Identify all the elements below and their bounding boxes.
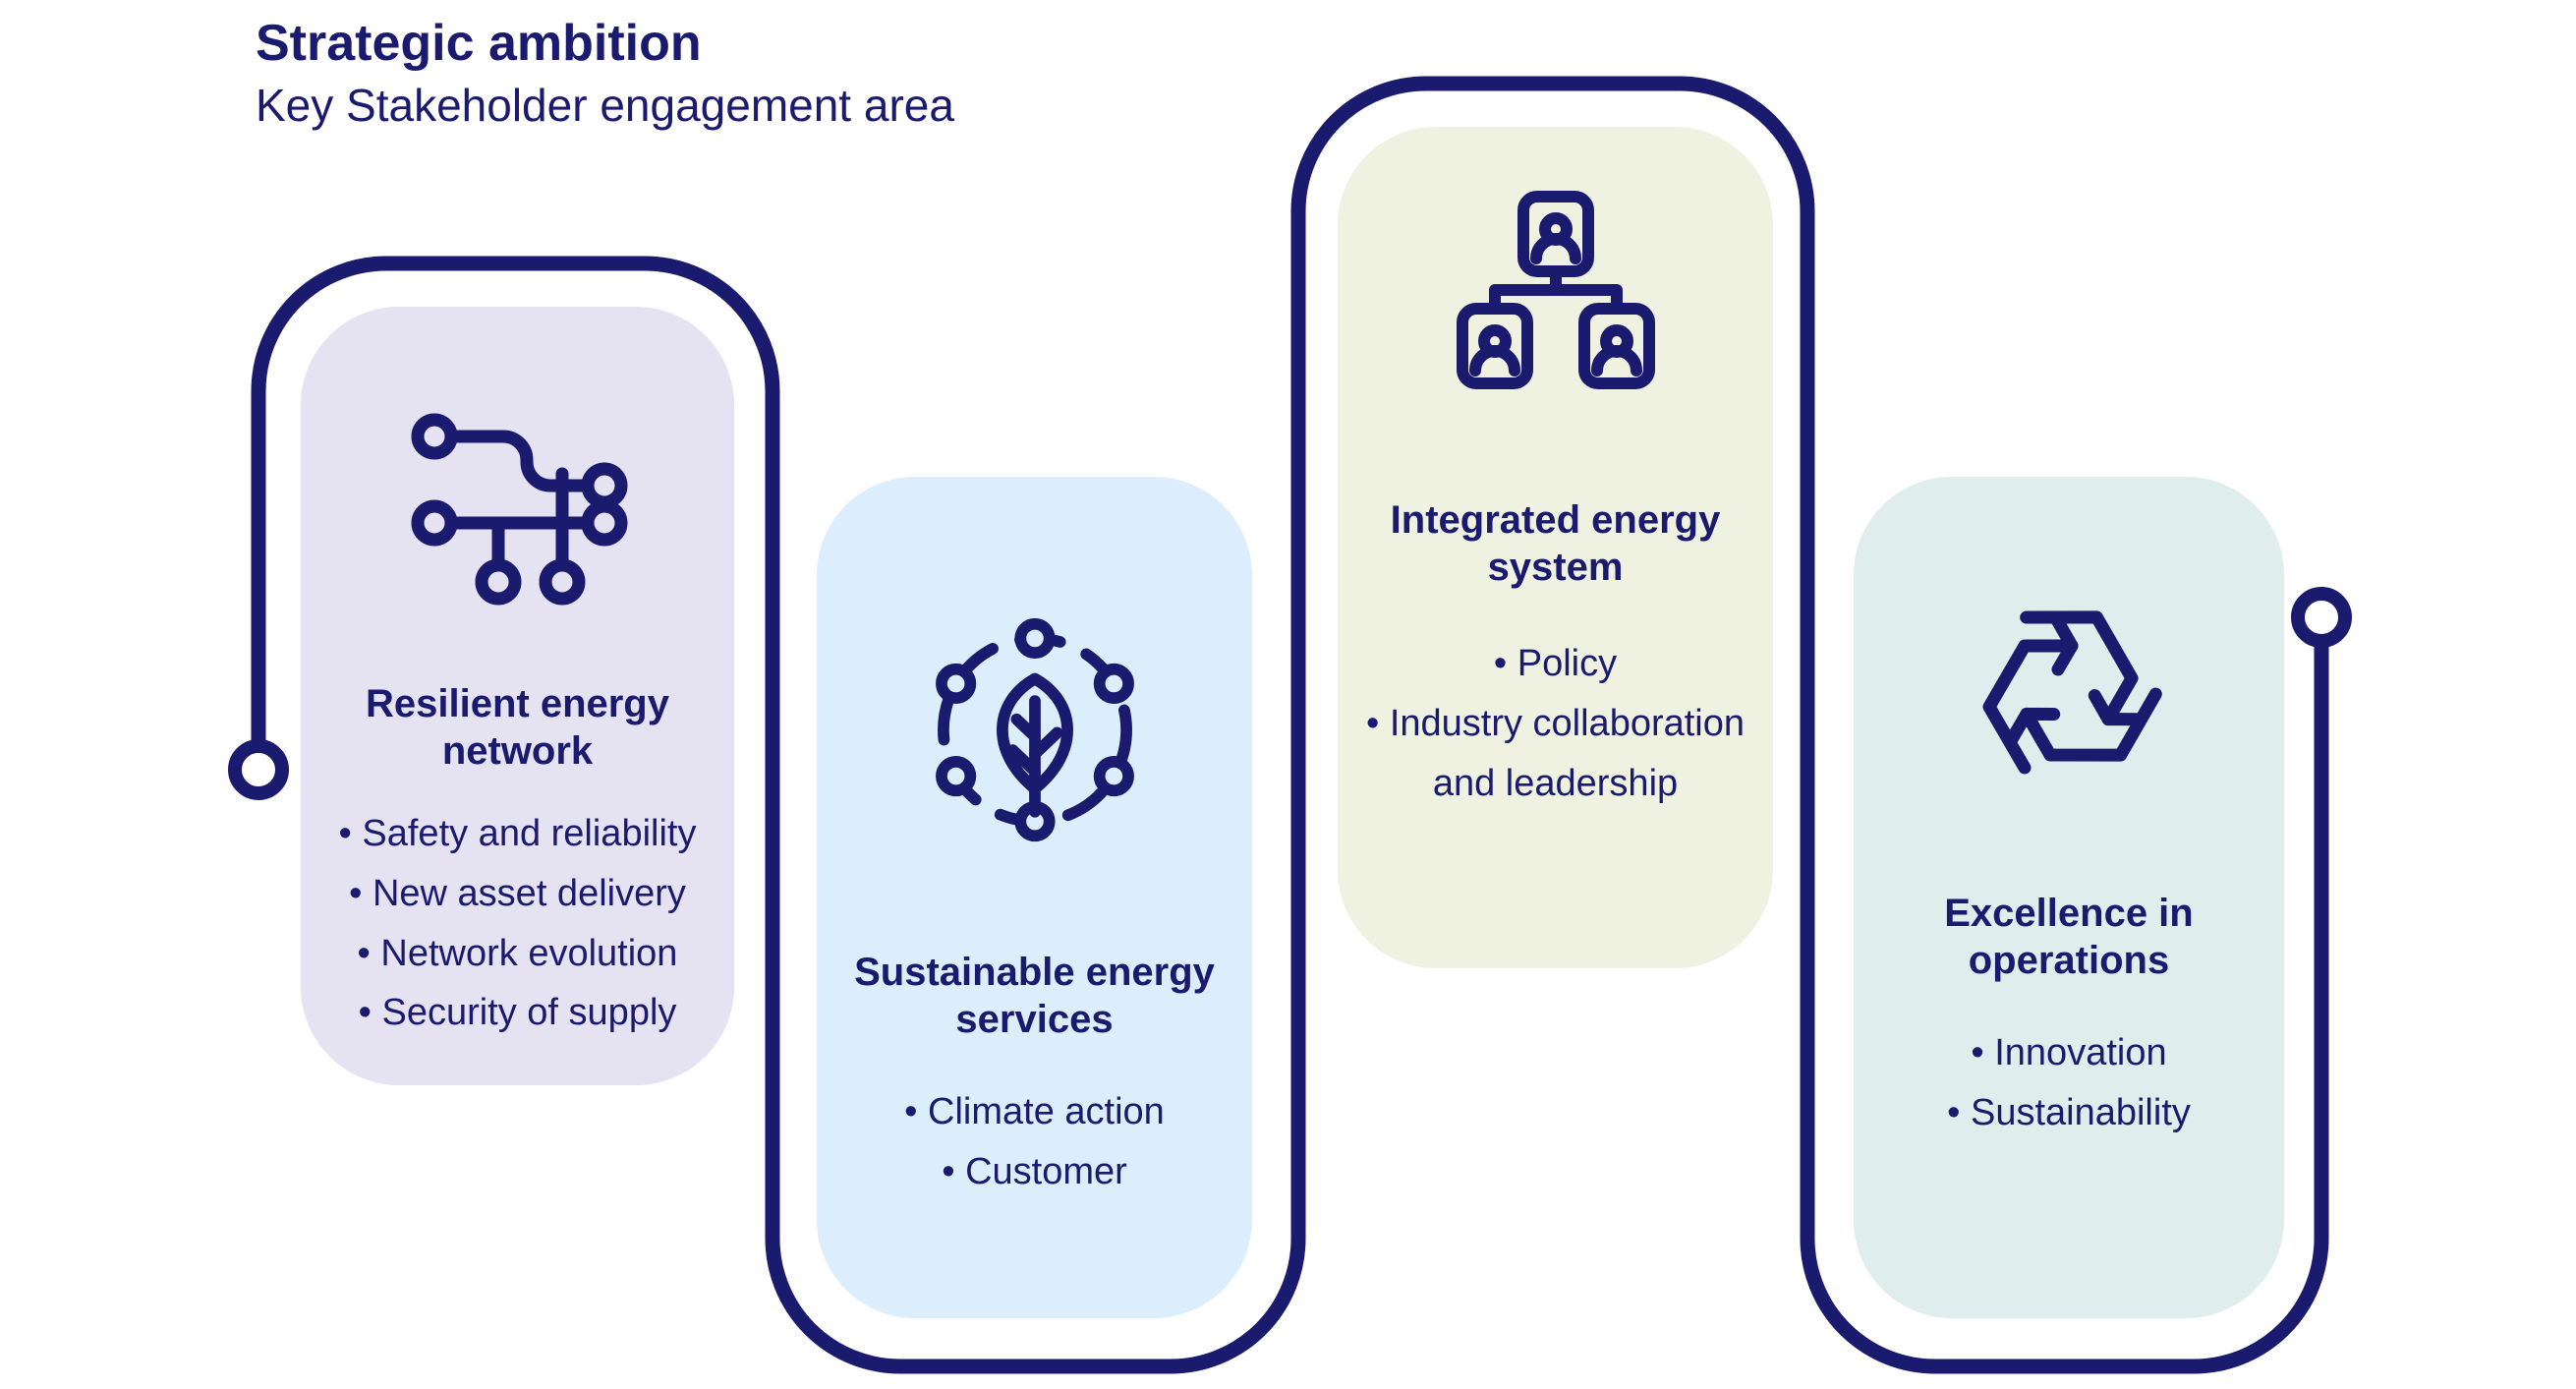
- recycle-icon: [1956, 585, 2182, 796]
- bullet-item: • Industry collaboration and leadership: [1365, 702, 1746, 804]
- bullet-item: • Innovation: [1971, 1032, 2167, 1073]
- serpentine-connector-line: [251, 76, 2329, 1374]
- org-chart-icon: [1443, 191, 1669, 402]
- card-title: Excellence in operations: [1944, 892, 2194, 982]
- card-integrated-energy-system: Integrated energy system • Policy • Indus…: [1338, 127, 1773, 968]
- bullet-item: • Security of supply: [358, 992, 677, 1034]
- card-title: Resilient energy network: [365, 682, 669, 773]
- path-end-ring: [2291, 587, 2352, 648]
- page-header: Strategic ambition Key Stakeholder engag…: [256, 14, 954, 132]
- page-subtitle: Key Stakeholder engagement area: [256, 80, 954, 132]
- card-bullet-list: • Safety and reliability • New asset deli…: [339, 804, 697, 1043]
- leaf-network-icon: [922, 609, 1148, 855]
- path-start-ring: [228, 739, 289, 800]
- page-title: Strategic ambition: [256, 15, 702, 72]
- bullet-item: • Network evolution: [357, 932, 678, 974]
- card-bullet-list: • Policy • Industry collaboration and lea…: [1365, 634, 1746, 813]
- card-title: Sustainable energy services: [854, 951, 1215, 1041]
- card-bullet-list: • Climate action • Customer: [904, 1082, 1165, 1202]
- bullet-item: • New asset delivery: [349, 872, 686, 914]
- bullet-item: • Sustainability: [1947, 1091, 2191, 1133]
- bullet-item: • Customer: [942, 1150, 1127, 1192]
- network-icon: [405, 405, 631, 626]
- card-bullet-list: • Innovation • Sustainability: [1947, 1023, 2191, 1143]
- bullet-item: • Policy: [1493, 643, 1618, 684]
- bullet-item: • Climate action: [904, 1091, 1165, 1132]
- card-excellence-in-operations: Excellence in operations • Innovation • S…: [1854, 477, 2284, 1318]
- card-sustainable-energy-services: Sustainable energy services • Climate ac…: [817, 477, 1252, 1318]
- card-resilient-energy-network: Resilient energy network • Safety and re…: [301, 307, 734, 1085]
- bullet-item: • Safety and reliability: [338, 813, 697, 854]
- card-title: Integrated energy system: [1390, 498, 1721, 589]
